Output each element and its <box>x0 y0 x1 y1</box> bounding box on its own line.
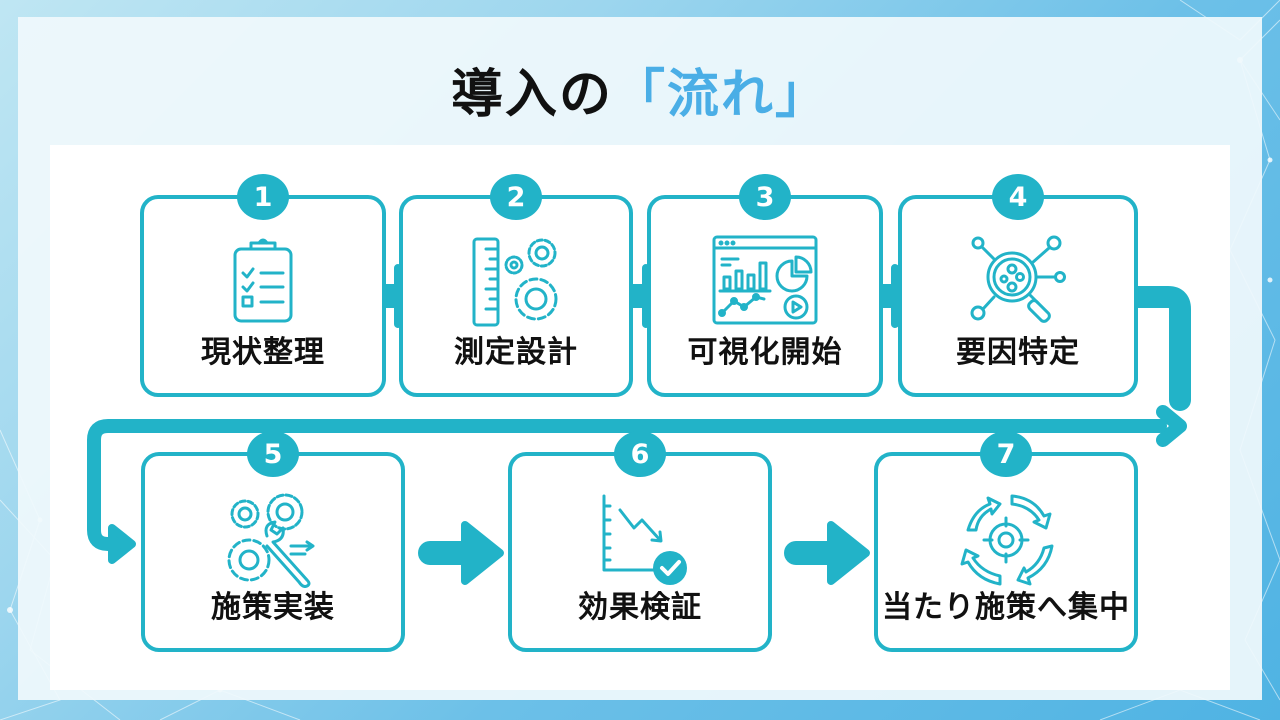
step-label: 当たり施策へ集中 <box>882 590 1130 625</box>
step-label: 可視化開始 <box>687 335 843 370</box>
target-cycle-icon <box>960 494 1054 586</box>
step-label: 測定設計 <box>454 335 578 370</box>
declining-chart-check-icon <box>602 494 687 585</box>
clipboard-checklist-icon <box>233 238 293 323</box>
step-card-2: 2 測定設計 <box>399 174 633 397</box>
step-card-6: 6 効果検証 <box>508 431 772 652</box>
step-card-4: 4 要因特定 <box>898 174 1138 397</box>
step-card-5: 5 施策実装 <box>141 431 405 652</box>
step-card-3: 3 可視化開始 <box>647 174 883 397</box>
step-number-badge: 6 <box>614 431 666 477</box>
step-label: 現状整理 <box>201 335 325 370</box>
title-accent: 「流れ」 <box>613 65 830 125</box>
gears-wrench-icon <box>227 493 315 588</box>
ruler-gears-icon <box>472 237 558 327</box>
step-number-badge: 1 <box>237 174 289 220</box>
step-card-7: 7 当たり施策へ集中 <box>874 431 1138 652</box>
step-number-badge: 7 <box>980 431 1032 477</box>
step-card-1: 1 現状整理 <box>140 174 386 397</box>
page-title: 導入の「流れ」 <box>0 52 1280 127</box>
title-main: 導入の <box>450 65 613 125</box>
step-label: 効果検証 <box>578 590 702 625</box>
step-number-badge: 3 <box>739 174 791 220</box>
step-number-badge: 4 <box>992 174 1044 220</box>
magnifier-network-icon <box>970 235 1066 323</box>
step-number-badge: 5 <box>247 431 299 477</box>
step-label: 要因特定 <box>956 335 1080 370</box>
step-number-badge: 2 <box>490 174 542 220</box>
step-label: 施策実装 <box>211 590 335 625</box>
dashboard-chart-icon <box>712 235 818 325</box>
